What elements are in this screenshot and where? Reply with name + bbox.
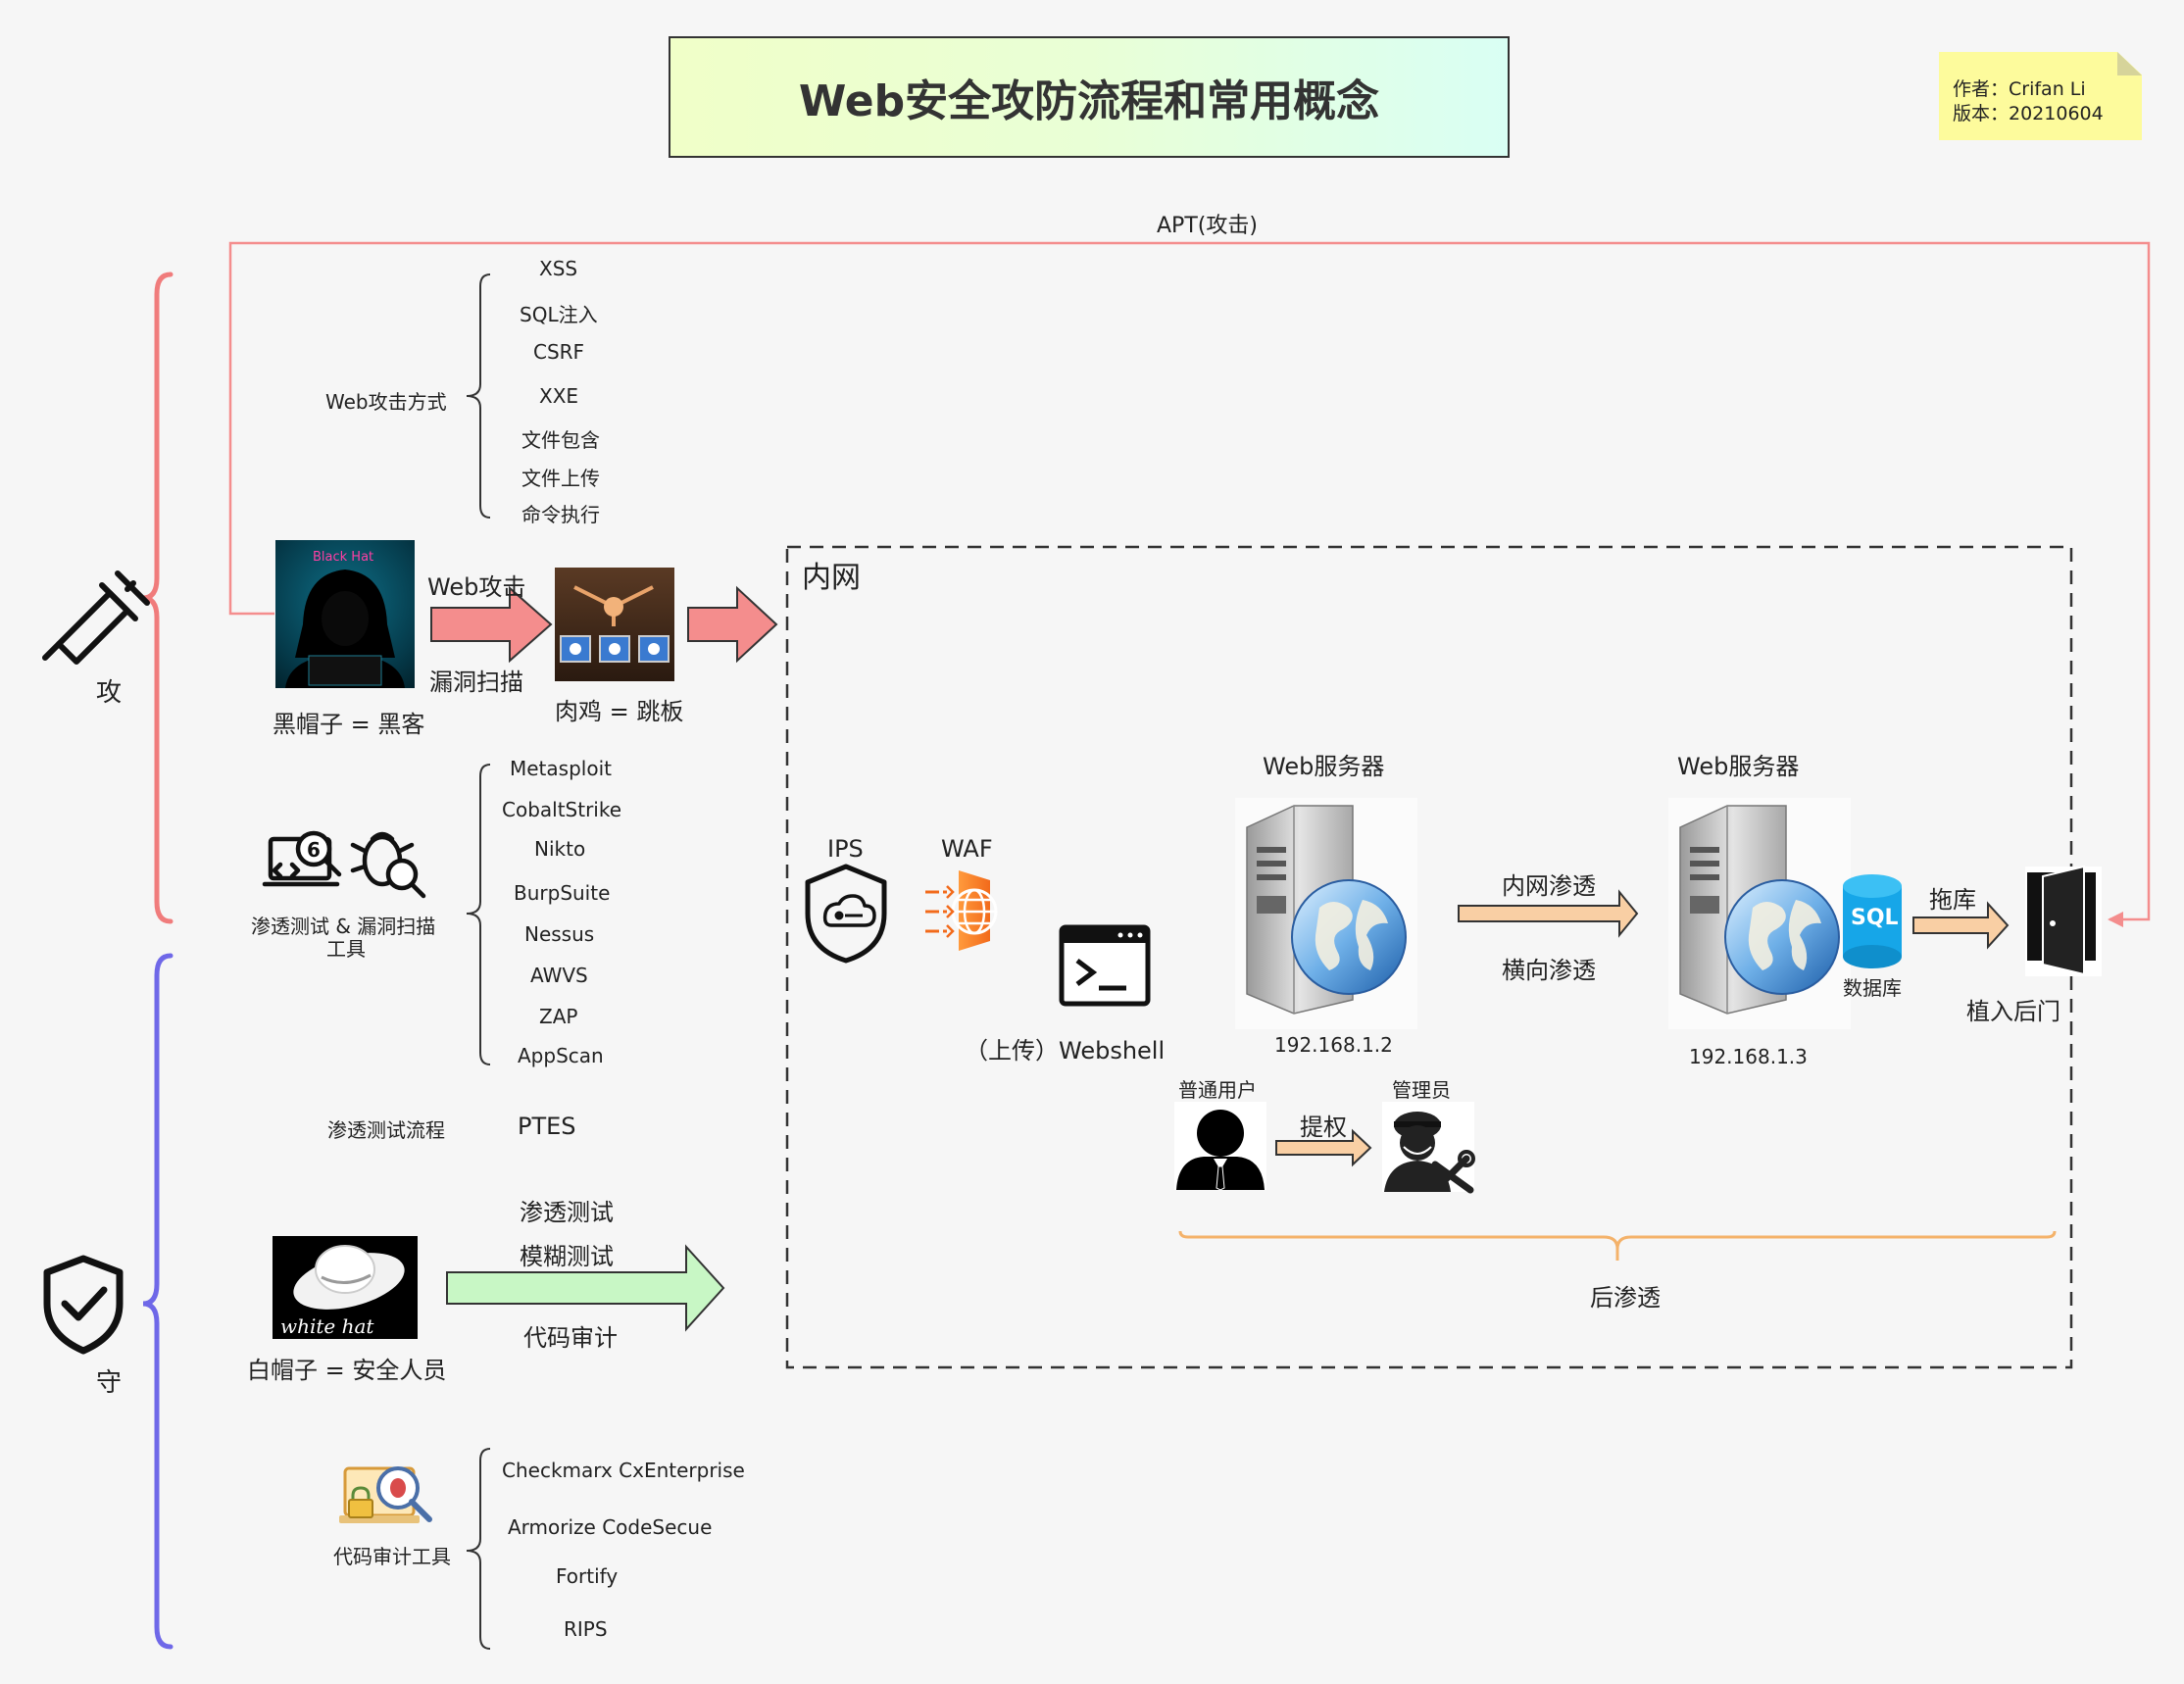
web-attack-arrow-label: Web攻击 — [427, 573, 526, 601]
pentest-tool-item: AWVS — [530, 964, 588, 987]
server1-title: Web服务器 — [1263, 753, 1385, 780]
pentest-tool-item: ZAP — [539, 1005, 578, 1028]
zombie-botnet-image — [555, 568, 674, 681]
post-exploit-brace — [1178, 1230, 2057, 1261]
escalate-label: 提权 — [1300, 1114, 1347, 1141]
web-attack-brace — [466, 273, 491, 519]
version-text: 版本：20210604 — [1953, 103, 2104, 124]
apt-arrowhead — [2108, 912, 2123, 927]
waf-firewall-icon — [925, 870, 998, 951]
web-attack-method: XXE — [539, 384, 579, 408]
pentest-tools-caption: 渗透测试 & 漏洞扫描 — [251, 915, 436, 938]
attack-icon — [42, 570, 150, 665]
backdoor-label: 植入后门 — [1966, 998, 2060, 1025]
code-audit-tools-label: 代码审计工具 — [333, 1545, 451, 1568]
attack-brace — [142, 272, 174, 924]
black-hat-image-text: Black Hat — [313, 550, 374, 565]
backdoor-icon — [2025, 865, 2102, 976]
waf-label: WAF — [941, 835, 993, 863]
admin-icon — [1382, 1102, 1475, 1194]
web-attack-label: Web攻击方式 — [325, 390, 447, 414]
web-attack-method: CSRF — [533, 340, 585, 364]
code-audit-tool-item: Armorize CodeSecue — [508, 1515, 713, 1539]
web-attack-method: XSS — [539, 257, 578, 280]
admin-label: 管理员 — [1392, 1078, 1451, 1102]
code-audit-tool-item: Checkmarx CxEnterprise — [502, 1459, 745, 1482]
vuln-scan-arrow-label: 漏洞扫描 — [429, 669, 523, 696]
pentest-process-label: 渗透测试流程 — [327, 1118, 445, 1142]
db-icon-text: SQL — [1851, 906, 1899, 930]
database-icon — [1843, 874, 1902, 968]
pentest-arrow-label: 渗透测试 — [520, 1199, 614, 1226]
svg-text:6: 6 — [307, 838, 321, 862]
pentest-tool-item: Metasploit — [510, 757, 612, 780]
black-hat-image: Black Hat — [275, 540, 415, 688]
web-server-1-icon — [1235, 798, 1417, 1029]
apt-connector-line — [228, 241, 2151, 921]
info-sticky-note — [1939, 52, 2142, 140]
drag-db-arrow — [1912, 901, 2010, 950]
pentest-tools-caption-2: 工具 — [326, 937, 366, 961]
code-audit-tool-item: RIPS — [564, 1617, 608, 1641]
pentest-tool-item: Nessus — [524, 922, 595, 946]
lateral-movement-arrow — [1458, 889, 1639, 938]
author-text: 作者：Crifan Li — [1953, 78, 2086, 100]
web-attack-method: 文件上传 — [521, 467, 600, 490]
drag-db-label: 拖库 — [1929, 886, 1976, 914]
normal-user-icon — [1174, 1102, 1266, 1191]
pentest-tools-brace — [466, 764, 491, 1065]
web-attack-method: 命令执行 — [521, 503, 600, 526]
fuzzing-arrow-label: 模糊测试 — [520, 1243, 614, 1270]
server1-ip: 192.168.1.2 — [1274, 1033, 1393, 1057]
black-hat-caption: 黑帽子 = 黑客 — [273, 711, 425, 738]
pentest-tool-item: CobaltStrike — [502, 798, 622, 821]
web-server-2-icon — [1668, 798, 1851, 1029]
code-audit-brace — [466, 1448, 491, 1650]
server2-ip: 192.168.1.3 — [1689, 1045, 1808, 1068]
white-hat-arrow — [446, 1244, 725, 1332]
pentest-tool-item: BurpSuite — [514, 881, 611, 905]
white-hat-image: white hat — [273, 1236, 418, 1339]
apt-label: APT(攻击) — [1157, 214, 1258, 238]
normal-user-label: 普通用户 — [1178, 1078, 1257, 1102]
zombie-to-intranet-arrow — [687, 585, 778, 664]
defense-section-label: 守 — [96, 1368, 123, 1398]
web-attack-method: SQL注入 — [520, 303, 598, 326]
intranet-label: 内网 — [802, 561, 861, 595]
code-audit-tool-icon — [339, 1466, 432, 1523]
white-hat-caption: 白帽子 = 安全人员 — [247, 1357, 447, 1384]
pentest-tool-item: Nikto — [534, 837, 586, 861]
attack-section-label: 攻 — [96, 678, 123, 708]
ips-label: IPS — [827, 835, 864, 863]
shield-check-icon — [43, 1255, 124, 1355]
server2-title: Web服务器 — [1677, 753, 1800, 780]
defense-brace — [142, 953, 174, 1650]
diagram-title: Web安全攻防流程和常用概念 — [669, 36, 1510, 158]
zombie-caption: 肉鸡 = 跳板 — [555, 698, 684, 725]
pentest-laptop-icon: 6 — [262, 830, 342, 887]
web-attack-method: 文件包含 — [521, 428, 600, 452]
escalate-arrow — [1275, 1128, 1372, 1167]
intranet-pentest-label: 内网渗透 — [1502, 872, 1596, 900]
webshell-label: （上传）Webshell — [965, 1037, 1166, 1065]
pentest-tool-item: AppScan — [518, 1044, 604, 1067]
lateral-pentest-label: 横向渗透 — [1502, 957, 1596, 984]
code-audit-arrow-label: 代码审计 — [523, 1324, 618, 1352]
ips-shield-icon — [805, 864, 887, 964]
white-hat-image-text: white hat — [280, 1314, 374, 1338]
bug-scan-icon — [350, 831, 426, 899]
code-audit-tool-item: Fortify — [556, 1564, 619, 1588]
web-attack-arrow — [430, 585, 553, 664]
webshell-terminal-icon — [1059, 924, 1151, 1007]
database-label: 数据库 — [1843, 976, 1902, 1000]
post-exploit-label: 后渗透 — [1590, 1284, 1661, 1312]
pentest-process-value: PTES — [518, 1113, 576, 1140]
